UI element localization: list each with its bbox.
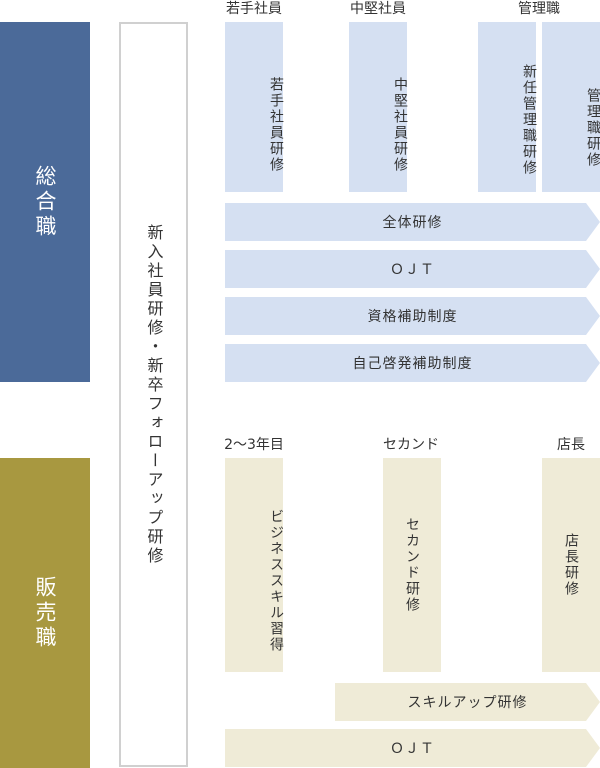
column-second-training: セカンド研修: [383, 458, 441, 672]
column-young-employee-label: 若手社員研修: [268, 76, 284, 173]
column-business-skill-label: ビジネススキル習得: [268, 509, 284, 653]
header-young-employee: 若手社員: [226, 1, 282, 17]
category-sales-label: 販売職: [33, 575, 57, 651]
arrow-ojt-sales: ＯＪＴ: [225, 729, 600, 767]
arrow-ojt-sales-label: ＯＪＴ: [390, 741, 435, 757]
category-general-label: 総合職: [33, 164, 57, 240]
arrow-self-development-support-label: 自己啓発補助制度: [352, 356, 473, 372]
column-new-manager-training: 新任管理職研修: [478, 22, 537, 192]
new-hire-training-label: 新入社員研修・新卒フォローアップ研修: [144, 223, 164, 566]
column-second-training-label: セカンド研修: [404, 517, 420, 613]
column-mid-employee-label: 中堅社員研修: [392, 76, 408, 173]
column-manager-training: 管理職研修: [542, 22, 600, 192]
arrow-self-development-support: 自己啓発補助制度: [225, 344, 600, 382]
header-second: セカンド: [383, 437, 439, 453]
header-store-manager: 店長: [557, 437, 585, 453]
header-manager: 管理職: [518, 1, 560, 17]
category-general: 総合職: [0, 22, 90, 382]
arrow-qualification-support-label: 資格補助制度: [367, 309, 458, 325]
column-young-employee-training: 若手社員研修: [225, 22, 284, 192]
arrow-overall-training-label: 全体研修: [382, 215, 443, 231]
arrow-skill-up-training: スキルアップ研修: [335, 683, 600, 721]
column-manager-label: 管理職研修: [585, 88, 600, 168]
header-mid-employee: 中堅社員: [350, 1, 406, 17]
arrow-skill-up-training-label: スキルアップ研修: [407, 695, 528, 711]
category-sales: 販売職: [0, 458, 90, 768]
column-mid-employee-training: 中堅社員研修: [349, 22, 408, 192]
arrow-ojt-general-label: ＯＪＴ: [390, 262, 435, 278]
new-hire-training-box: 新入社員研修・新卒フォローアップ研修: [119, 22, 188, 767]
arrow-overall-training: 全体研修: [225, 203, 600, 241]
arrow-ojt-general: ＯＪＴ: [225, 250, 600, 288]
column-store-manager-training: 店長研修: [542, 458, 600, 672]
column-business-skill: ビジネススキル習得: [225, 458, 284, 672]
header-year-2-3: 2～3年目: [224, 437, 284, 453]
column-new-manager-label: 新任管理職研修: [521, 64, 537, 176]
column-store-manager-label: 店長研修: [563, 533, 579, 597]
arrow-qualification-support: 資格補助制度: [225, 297, 600, 335]
